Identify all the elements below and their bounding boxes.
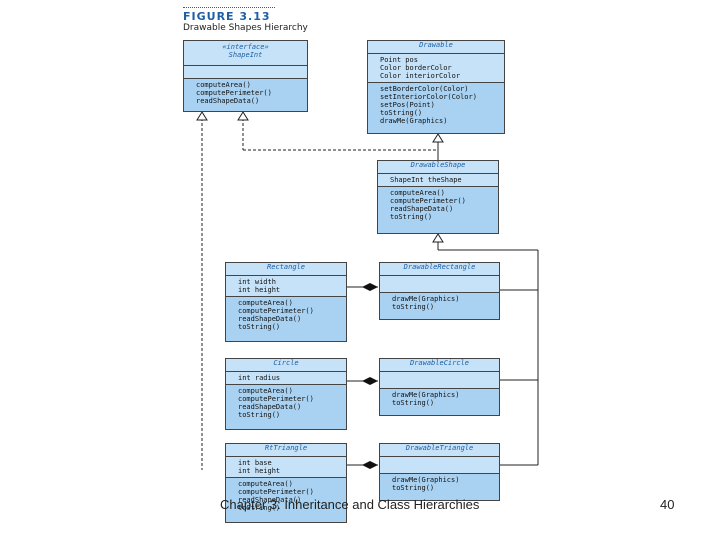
class-drawablerectangle: DrawableRectangle drawMe(Graphics) toStr… xyxy=(379,262,500,320)
operation: readShapeData() xyxy=(196,97,260,105)
class-shapeint: «interface» ShapeInt computeArea() compu… xyxy=(183,40,308,112)
class-rttriangle: RtTriangle int base int height computeAr… xyxy=(225,443,347,523)
operation: computePerimeter() xyxy=(390,197,466,205)
slide-footer: Chapter 3: Inheritance and Class Hierarc… xyxy=(220,497,480,512)
attributes-section xyxy=(380,372,499,389)
operation: drawMe(Graphics) xyxy=(392,476,460,484)
operation: computeArea() xyxy=(238,387,293,395)
operations-section: drawMe(Graphics) toString() xyxy=(380,474,499,494)
operation: drawMe(Graphics) xyxy=(392,391,460,399)
class-name: DrawableShape xyxy=(378,161,498,174)
operation: computeArea() xyxy=(238,480,293,488)
realization-arrowhead xyxy=(196,111,208,121)
attributes-section xyxy=(380,276,499,293)
class-name: Drawable xyxy=(368,41,504,54)
operation: toString() xyxy=(390,213,433,221)
class-rectangle: Rectangle int width int height computeAr… xyxy=(225,262,347,342)
operations-section: drawMe(Graphics) toString() xyxy=(380,389,499,409)
operation: drawMe(Graphics) xyxy=(380,117,448,125)
operation: readShapeData() xyxy=(390,205,454,213)
operations-section: computeArea() computePerimeter() readSha… xyxy=(226,478,346,514)
attributes-section: int radius xyxy=(226,372,346,385)
class-circle: Circle int radius computeArea() computeP… xyxy=(225,358,347,430)
class-name: DrawableRectangle xyxy=(380,263,499,276)
operation: readShapeData() xyxy=(238,403,302,411)
class-drawable: Drawable Point pos Color borderColor Col… xyxy=(367,40,505,134)
attribute: int height xyxy=(238,286,281,294)
operations-section: computeArea() computePerimeter() readSha… xyxy=(184,79,307,107)
operations-section: computeArea() computePerimeter() readSha… xyxy=(226,385,346,421)
operation: computeArea() xyxy=(390,189,445,197)
attribute: int height xyxy=(238,467,281,475)
attribute: Color borderColor xyxy=(380,64,452,72)
class-name: RtTriangle xyxy=(226,444,346,457)
attribute: int base xyxy=(238,459,272,467)
class-name: DrawableTriangle xyxy=(380,444,499,457)
generalization-arrowhead xyxy=(432,233,444,243)
operation: setInteriorColor(Color) xyxy=(380,93,477,101)
attributes-section xyxy=(380,457,499,474)
stereotype-label: «interface» xyxy=(222,43,269,51)
figure-title: Drawable Shapes Hierarchy xyxy=(183,23,308,33)
operations-section: computeArea() computePerimeter() readSha… xyxy=(378,187,498,223)
operation: toString() xyxy=(392,484,435,492)
operation: computePerimeter() xyxy=(238,307,314,315)
operation: readShapeData() xyxy=(238,496,302,504)
figure-rule xyxy=(183,7,275,8)
operations-section: setBorderColor(Color) setInteriorColor(C… xyxy=(368,83,504,127)
class-drawabletriangle: DrawableTriangle drawMe(Graphics) toStri… xyxy=(379,443,500,501)
attributes-section: ShapeInt theShape xyxy=(378,174,498,187)
figure-label: FIGURE 3.13 xyxy=(183,10,271,23)
composition-diamond xyxy=(362,283,378,291)
attribute: int radius xyxy=(238,374,281,382)
operation: setPos(Point) xyxy=(380,101,435,109)
operation: toString() xyxy=(238,411,281,419)
class-drawableshape: DrawableShape ShapeInt theShape computeA… xyxy=(377,160,499,234)
attributes-section: Point pos Color borderColor Color interi… xyxy=(368,54,504,83)
class-name: DrawableCircle xyxy=(380,359,499,372)
attributes-section xyxy=(184,66,307,79)
class-drawablecircle: DrawableCircle drawMe(Graphics) toString… xyxy=(379,358,500,416)
operation: computePerimeter() xyxy=(238,395,314,403)
operation: computeArea() xyxy=(196,81,251,89)
operation: toString() xyxy=(380,109,423,117)
operations-section: computeArea() computePerimeter() readSha… xyxy=(226,297,346,333)
composition-diamond xyxy=(362,377,378,385)
generalization-arrowhead xyxy=(432,133,444,143)
class-name: ShapeInt xyxy=(228,51,263,59)
operation: toString() xyxy=(238,323,281,331)
operation: toString() xyxy=(238,504,281,512)
operations-section: drawMe(Graphics) toString() xyxy=(380,293,499,313)
operation: computePerimeter() xyxy=(196,89,272,97)
attributes-section: int base int height xyxy=(226,457,346,478)
operation: drawMe(Graphics) xyxy=(392,295,460,303)
attributes-section: int width int height xyxy=(226,276,346,297)
operation: readShapeData() xyxy=(238,315,302,323)
operation: toString() xyxy=(392,399,435,407)
attribute: Color interiorColor xyxy=(380,72,461,80)
page-number: 40 xyxy=(660,497,675,512)
class-header: «interface» ShapeInt xyxy=(184,41,307,66)
operation: setBorderColor(Color) xyxy=(380,85,469,93)
operation: computeArea() xyxy=(238,299,293,307)
operation: computePerimeter() xyxy=(238,488,314,496)
attribute: Point pos xyxy=(380,56,418,64)
composition-diamond xyxy=(362,461,378,469)
operation: toString() xyxy=(392,303,435,311)
realization-arrowhead xyxy=(237,111,249,121)
attribute: int width xyxy=(238,278,276,286)
class-name: Rectangle xyxy=(226,263,346,276)
attribute: ShapeInt theShape xyxy=(390,176,462,184)
class-name: Circle xyxy=(226,359,346,372)
